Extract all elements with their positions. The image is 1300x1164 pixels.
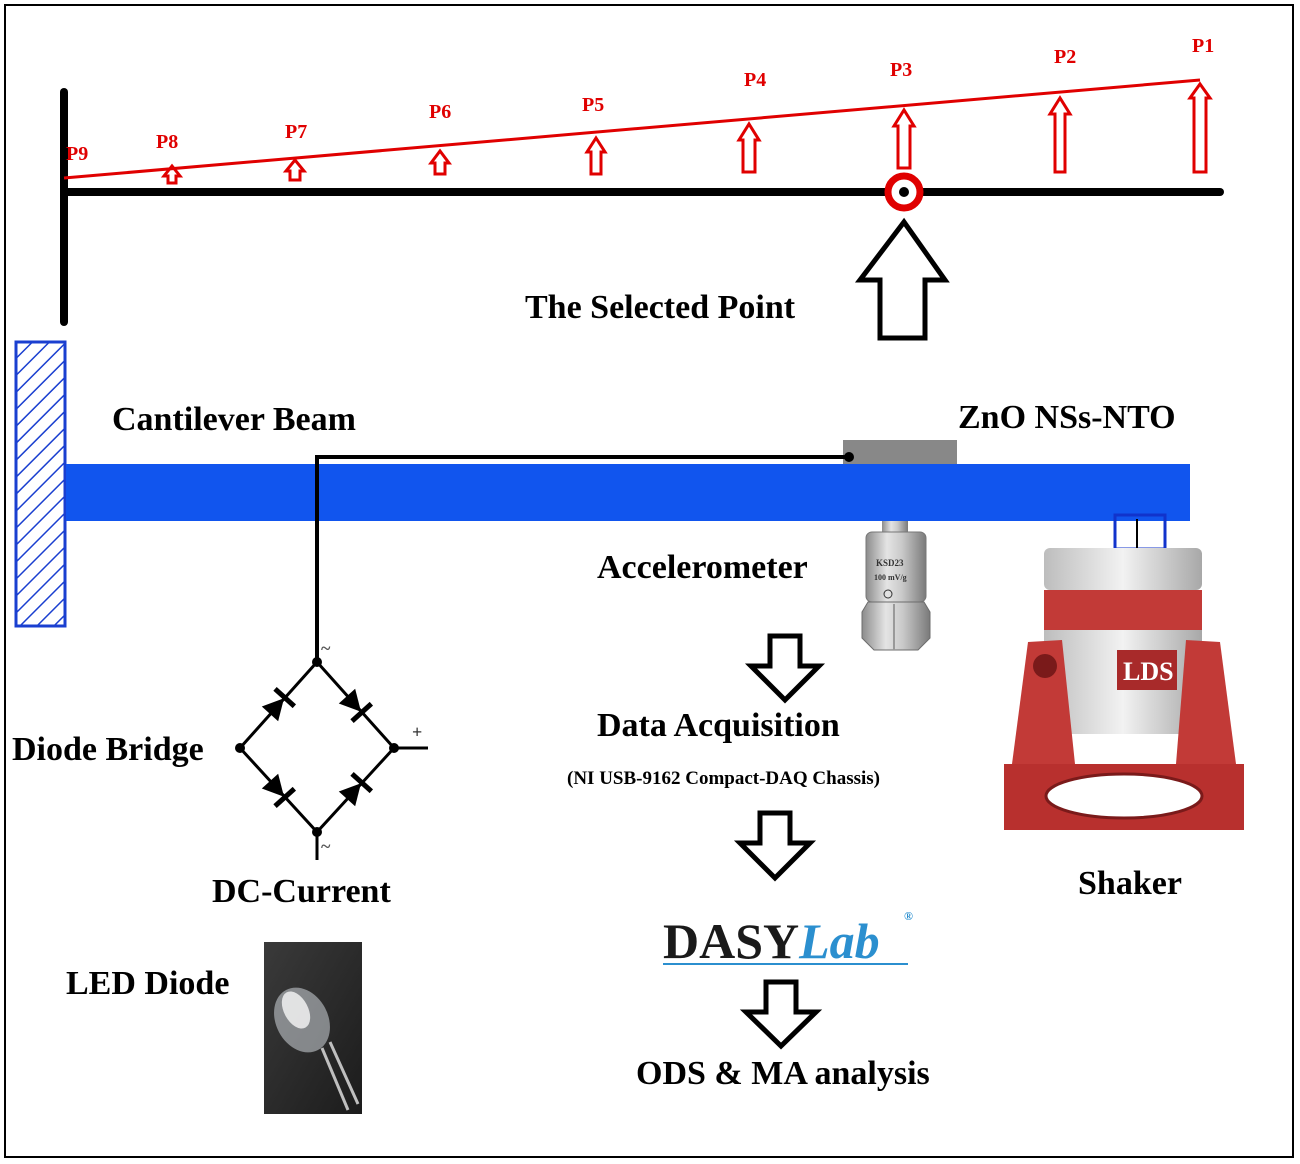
sensor-label: ZnO NSs-NTO [958,399,1176,436]
diode-bridge: ~ ~ + [235,638,428,860]
ac-symbol-top: ~ [321,638,331,658]
plus-symbol: + [412,722,422,742]
point-label-p6: P6 [429,101,451,123]
dasylab-logo-part2: Lab [798,913,880,969]
diode-3 [261,773,297,808]
point-label-p5: P5 [582,94,604,116]
flow-arrow-2 [733,810,817,882]
analysis-label: ODS & MA analysis [636,1055,930,1092]
wire-junction-sensor [844,452,854,462]
led-photo [264,942,362,1114]
daq-label: Data Acquisition [597,707,840,744]
p6-arrow [428,148,452,176]
cantilever-beam [66,464,1190,521]
led-diode-label: LED Diode [66,965,229,1002]
figure-frame [4,4,1294,1158]
shaker: LDS [1004,513,1244,830]
p5-arrow [584,135,608,176]
accelerometer-marking-1: KSD23 [876,558,904,568]
p4-arrow [736,121,762,174]
flow-arrow-1 [744,633,826,704]
signal-wire [315,455,849,662]
fixed-support-hatch [14,340,67,628]
dc-current-label: DC-Current [212,873,391,910]
p2-arrow [1047,95,1073,174]
diode-bridge-label: Diode Bridge [12,731,204,768]
mode-shape-line [63,78,1201,180]
p1-arrow [1187,81,1213,174]
processing-flow: Data Acquisition (NI USB-9162 Compact-DA… [567,633,930,1092]
beam-label: Cantilever Beam [112,401,356,438]
point-label-p8: P8 [156,131,178,153]
selected-point-dot [899,187,909,197]
p8-arrow [160,163,184,185]
point-label-p4: P4 [744,69,766,91]
p7-arrow [282,157,308,182]
setup-section: Cantilever Beam ZnO NSs-NTO KSD23 100 mV… [14,340,1244,902]
piezo-sensor [843,440,957,464]
accelerometer-label: Accelerometer [597,549,808,586]
point-label-p3: P3 [890,59,912,81]
p3-arrow [891,107,917,170]
point-label-p7: P7 [285,121,307,143]
mode-shape-section: P1 P2 P3 P4 P5 P6 P7 P8 P9 The Selected … [60,35,1224,341]
point-label-p1: P1 [1192,35,1214,57]
shaker-brand: LDS [1123,657,1174,686]
ac-symbol-bottom: ~ [321,836,331,856]
shaker-label: Shaker [1078,865,1182,902]
dasylab-logo: DASYLab ® [663,909,913,969]
diode-2 [338,688,374,723]
daq-sublabel: (NI USB-9162 Compact-DAQ Chassis) [567,768,880,789]
accelerometer: KSD23 100 mV/g [861,521,931,651]
dasylab-logo-part1: DASY [663,913,799,969]
diode-4 [338,772,374,807]
flow-arrow-3 [739,979,823,1050]
svg-text:DASYLab: DASYLab [663,913,880,969]
selected-point-label: The Selected Point [525,289,796,326]
point-label-p9: P9 [66,143,88,165]
selected-point-arrow [854,217,950,341]
point-label-p2: P2 [1054,46,1076,68]
diode-1 [261,687,297,722]
accelerometer-marking-2: 100 mV/g [874,573,907,582]
dasylab-registered-mark: ® [904,909,913,923]
